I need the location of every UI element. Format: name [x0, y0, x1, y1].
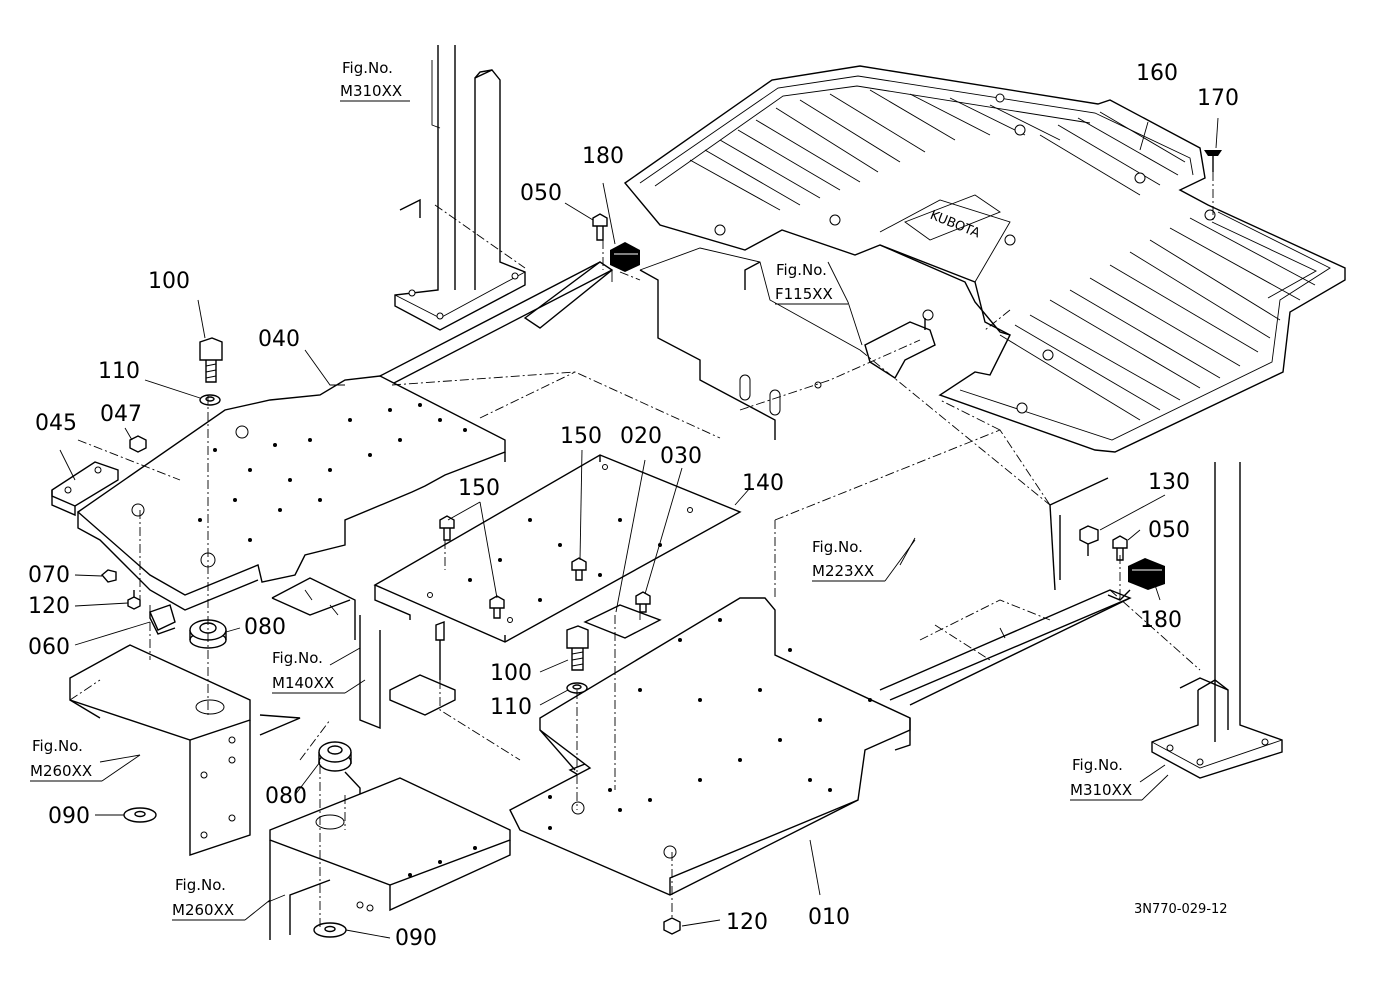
label-170: 170 [1197, 86, 1239, 111]
rubber-pad-180-top [610, 242, 640, 272]
right-upper-bracket [1049, 477, 1131, 601]
clip-170 [1204, 150, 1222, 172]
fig-prefix-m310-top: Fig.No. [342, 59, 393, 77]
fig-code-m260-bottom: M260XX [172, 901, 234, 919]
fig-prefix-f115: Fig.No. [776, 261, 827, 279]
fig-code-m260-left: M260XX [30, 762, 92, 780]
label-180-right: 180 [1140, 608, 1182, 633]
part-labels: 160 170 180 050 100 040 110 047 045 150 … [28, 61, 1239, 951]
drawing-code: 3N770-029-12 [1134, 902, 1228, 917]
assembly-centerlines [69, 172, 1214, 930]
lower-bracket-left [69, 644, 301, 856]
label-080-left: 080 [244, 615, 286, 640]
label-110-right: 110 [490, 695, 532, 720]
label-070: 070 [28, 563, 70, 588]
bolt-050-left [592, 213, 608, 241]
center-bracket [271, 577, 456, 730]
damper-080-right [318, 741, 361, 800]
label-050-right: 050 [1148, 518, 1190, 543]
lower-rail [879, 589, 1132, 706]
bolts-150 [439, 515, 587, 619]
label-040: 040 [258, 327, 300, 352]
label-120-left: 120 [28, 594, 70, 619]
fig-ref-m140: Fig.No. M140XX [272, 649, 366, 694]
washer-110-left [199, 394, 221, 406]
label-110-left: 110 [98, 359, 140, 384]
bolt-130 [1079, 525, 1099, 556]
washer-090-right [313, 922, 347, 938]
label-160: 160 [1136, 61, 1178, 86]
fig-ref-m260-left: Fig.No. M260XX [30, 737, 141, 782]
label-100-right: 100 [490, 661, 532, 686]
bolt-030 [635, 591, 651, 613]
label-140: 140 [742, 471, 784, 496]
bolt-070 [101, 569, 117, 583]
fig-ref-m310-bottom: Fig.No. M310XX [1070, 756, 1169, 801]
figure-references: Fig.No. M310XX Fig.No. F115XX Fig.No. M2… [30, 59, 1169, 921]
lower-bracket-right [269, 777, 511, 940]
nut-047 [129, 435, 147, 453]
fig-code-m310-bottom: M310XX [1070, 781, 1132, 799]
back-panel [639, 247, 936, 440]
stud-center [435, 620, 445, 680]
bracket-060 [149, 604, 176, 635]
upper-rail [379, 261, 614, 385]
bolt-120-left [127, 590, 141, 610]
fig-code-m223: M223XX [812, 562, 874, 580]
bolt-100-right [566, 625, 589, 671]
label-020: 020 [620, 424, 662, 449]
fig-ref-m223: Fig.No. M223XX [812, 538, 916, 582]
washer-090-left [123, 807, 157, 823]
label-080-right: 080 [265, 784, 307, 809]
label-130: 130 [1148, 470, 1190, 495]
cover-140 [373, 454, 742, 643]
floor-mat-160: KUBOTA [623, 65, 1346, 453]
leader-lines [59, 60, 1219, 939]
rubber-pad-180-right [1128, 558, 1165, 590]
floor-plate-010 [509, 597, 911, 896]
label-050-top: 050 [520, 181, 562, 206]
label-090-left: 090 [48, 804, 90, 829]
fig-ref-f115: Fig.No. F115XX [775, 261, 848, 305]
fig-prefix-m140: Fig.No. [272, 649, 323, 667]
label-100-left: 100 [148, 269, 190, 294]
label-090-right: 090 [395, 926, 437, 951]
label-150-center: 150 [560, 424, 602, 449]
fig-code-m310-top: M310XX [340, 82, 402, 100]
label-030: 030 [660, 444, 702, 469]
fig-prefix-m223: Fig.No. [812, 538, 863, 556]
fig-prefix-m260-left: Fig.No. [32, 737, 83, 755]
fig-code-f115: F115XX [775, 285, 833, 303]
label-060: 060 [28, 635, 70, 660]
bolt-120-right [663, 917, 681, 935]
label-010: 010 [808, 905, 850, 930]
label-150-left: 150 [458, 476, 500, 501]
rops-post-right [1151, 462, 1283, 779]
label-047: 047 [100, 402, 142, 427]
fig-prefix-m310-bottom: Fig.No. [1072, 756, 1123, 774]
fig-code-m140: M140XX [272, 674, 334, 692]
label-180-top: 180 [582, 144, 624, 169]
bracket-045 [51, 461, 119, 517]
fig-ref-m260-bottom: Fig.No. M260XX [172, 876, 271, 921]
fig-prefix-m260-bottom: Fig.No. [175, 876, 226, 894]
label-045: 045 [35, 411, 77, 436]
fig-ref-m310-top: Fig.No. M310XX [340, 59, 410, 102]
rops-post-left [394, 45, 526, 331]
bolt-100-left [199, 337, 223, 383]
label-120-right: 120 [726, 910, 768, 935]
